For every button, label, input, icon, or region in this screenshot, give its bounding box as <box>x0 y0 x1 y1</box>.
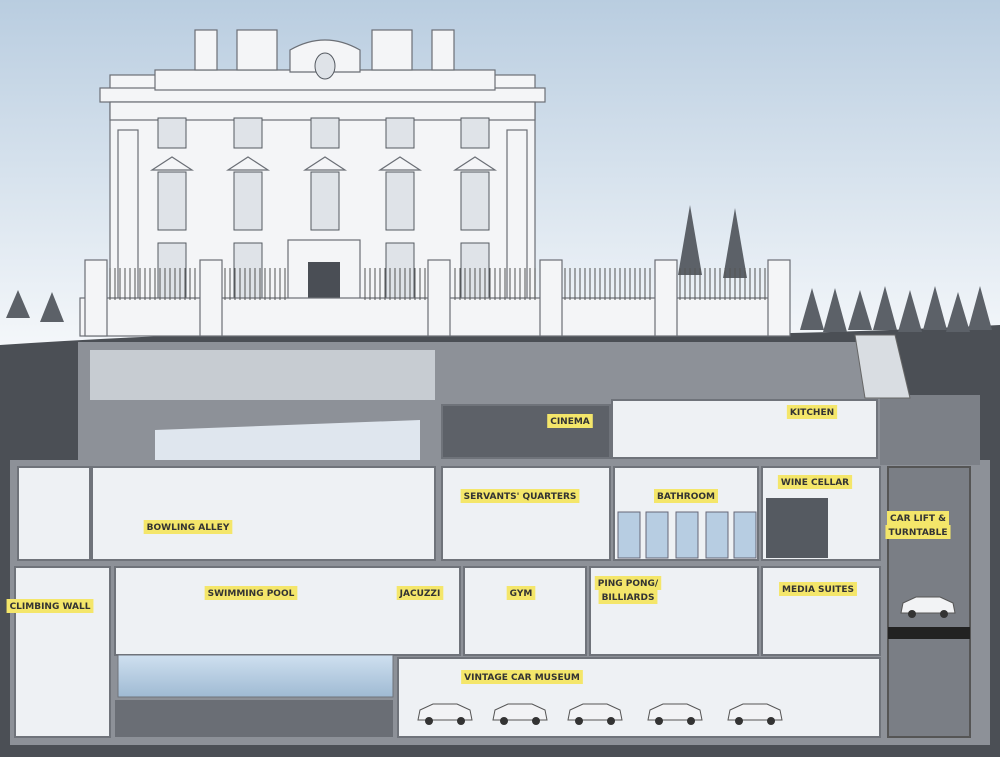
gate-pillar <box>199 259 223 337</box>
window <box>157 171 187 231</box>
window <box>233 117 263 149</box>
gate-pillar <box>767 259 791 337</box>
label-jacuzzi: JACUZZI <box>396 586 444 600</box>
tree-icon <box>923 286 947 330</box>
window <box>385 117 415 149</box>
window <box>310 171 340 231</box>
label-text: GYM <box>510 589 533 599</box>
tree-icon <box>873 286 897 330</box>
label-swimming-pool: SWIMMING POOL <box>204 586 298 600</box>
room-swimming-pool <box>114 566 461 656</box>
tree-icon <box>40 292 64 322</box>
window <box>233 171 263 231</box>
tree-icon <box>800 288 824 330</box>
label-text: BILLIARDS <box>602 593 655 603</box>
label-gym: GYM <box>506 586 536 600</box>
room-servants-quarters <box>441 466 611 561</box>
tree-icon <box>848 290 872 330</box>
car-icon <box>567 703 623 725</box>
label-text: VINTAGE CAR MUSEUM <box>464 673 580 683</box>
label-text: CLIMBING WALL <box>10 602 91 612</box>
trees <box>6 205 992 332</box>
window <box>310 117 340 149</box>
basement <box>10 334 990 745</box>
label-text: BATHROOM <box>657 492 715 502</box>
room-vintage-car-museum <box>397 657 881 738</box>
car-icon <box>417 703 473 725</box>
room-climbing-wall <box>14 566 111 738</box>
label-text: SERVANTS' QUARTERS <box>464 492 577 502</box>
tree-icon <box>968 286 992 330</box>
label-media-suites: MEDIA SUITES <box>779 582 857 596</box>
label-text: SWIMMING POOL <box>208 589 295 599</box>
label-ping-pong-2: BILLIARDS <box>598 590 658 604</box>
label-text: BOWLING ALLEY <box>147 523 230 533</box>
room-labels: CINEMA KITCHEN SERVANTS' QUARTERS BATHROOM W… <box>6 405 951 684</box>
pool-water <box>117 654 394 698</box>
tree-icon <box>823 288 847 332</box>
label-car-lift-1: CAR LIFT & <box>887 511 949 525</box>
label-text: PING PONG/ <box>598 579 659 589</box>
tree-icon <box>946 292 970 332</box>
car-icon <box>647 703 703 725</box>
label-kitchen: KITCHEN <box>786 405 838 419</box>
window <box>157 242 187 304</box>
window <box>233 242 263 304</box>
room-gym <box>463 566 587 656</box>
gate-pillar <box>84 259 108 337</box>
window <box>157 117 187 149</box>
room-cinema <box>441 404 611 459</box>
label-text: JACUZZI <box>399 589 441 599</box>
label-text: CAR LIFT & <box>890 514 946 524</box>
label-text: MEDIA SUITES <box>782 585 854 595</box>
label-text: WINE CELLAR <box>781 478 849 488</box>
label-bowling-alley: BOWLING ALLEY <box>143 520 233 534</box>
label-servants-quarters: SERVANTS' QUARTERS <box>460 489 580 503</box>
label-car-lift-2: TURNTABLE <box>885 525 951 539</box>
label-climbing-wall: CLIMBING WALL <box>6 599 94 613</box>
label-ping-pong-1: PING PONG/ <box>594 576 662 590</box>
label-vintage-car-museum: VINTAGE CAR MUSEUM <box>461 670 583 684</box>
car-icon <box>900 596 956 618</box>
label-wine-cellar: WINE CELLAR <box>777 475 853 489</box>
label-text: KITCHEN <box>790 408 834 418</box>
gate-pillar <box>539 259 563 337</box>
window <box>385 171 415 231</box>
gate-pillar <box>427 259 451 337</box>
room-bowling-alley <box>91 466 436 561</box>
tree-icon <box>898 290 922 332</box>
tree-icon <box>678 205 702 275</box>
window <box>460 171 490 231</box>
tree-icon <box>6 290 30 318</box>
tree-icon <box>723 208 747 278</box>
label-text: CINEMA <box>550 417 590 427</box>
label-cinema: CINEMA <box>547 414 593 428</box>
room-kitchen <box>611 399 878 459</box>
gate-pillar <box>654 259 678 337</box>
car-icon <box>727 703 783 725</box>
label-bathroom: BATHROOM <box>654 489 718 503</box>
label-text: TURNTABLE <box>888 528 947 538</box>
room-media-suites <box>761 566 881 656</box>
mansion <box>79 29 791 337</box>
window <box>460 117 490 149</box>
car-icon <box>492 703 548 725</box>
